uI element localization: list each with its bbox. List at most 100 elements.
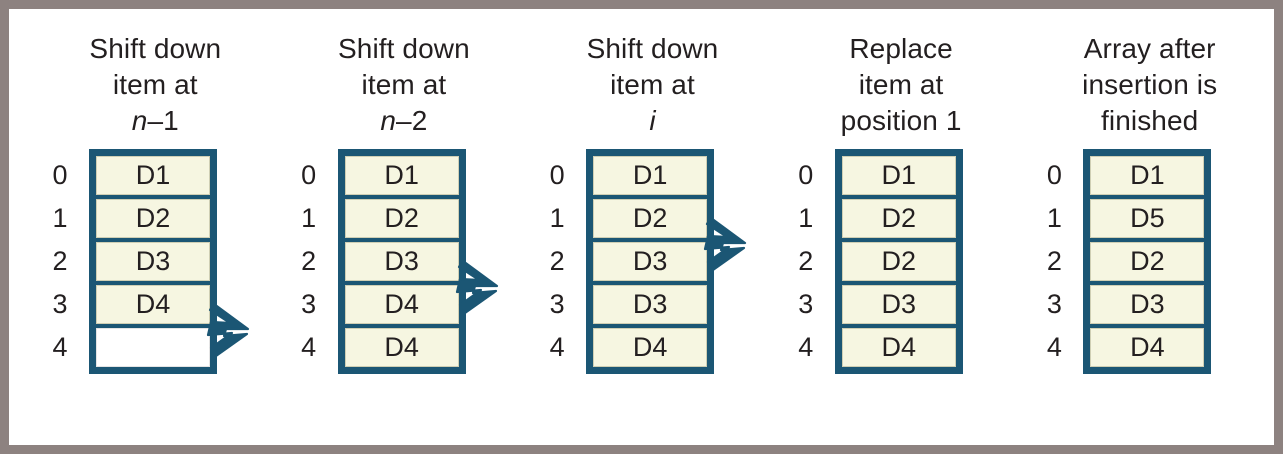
array-index-label: 0 (1046, 160, 1062, 190)
array-cell-row: D2 (840, 197, 958, 240)
array-cell: D2 (841, 242, 956, 281)
array-cell: D3 (344, 242, 459, 281)
array-index-label: 3 (1046, 289, 1062, 319)
array-index-label: 3 (52, 289, 68, 319)
array-cell-row: D4 (343, 283, 461, 326)
array-index-label: 1 (549, 203, 565, 233)
array-index-label: 4 (52, 332, 68, 362)
array-cell: D1 (593, 156, 708, 195)
caption-line-2: item at (610, 69, 695, 100)
array-cell-row: D3 (94, 240, 212, 283)
array-cell: D3 (593, 242, 708, 281)
array-index-label: 2 (549, 246, 565, 276)
array-cell: D2 (593, 199, 708, 238)
caption-line-2: item at (361, 69, 447, 100)
array-cell-row: D1 (94, 154, 212, 197)
array-cell-row: D2 (343, 197, 461, 240)
array-cell: D4 (344, 328, 459, 367)
caption-line-2: insertion is (1082, 69, 1218, 100)
array-cell-row: D4 (1088, 326, 1206, 369)
array-cell-row: D1 (1088, 154, 1206, 197)
panel-caption: Array after insertion is finished (1043, 31, 1257, 139)
array-cell: D1 (344, 156, 459, 195)
caption-line-1: Array after (1083, 33, 1216, 64)
array-cell-row: D3 (591, 240, 709, 283)
panel-caption: Replace item at position 1 (794, 31, 1008, 139)
array-index-label: 4 (798, 332, 814, 362)
array-index-label: 1 (1046, 203, 1062, 233)
array-index-label: 1 (798, 203, 814, 233)
array-cell: D1 (841, 156, 956, 195)
caption-line-1: Shift down (586, 33, 719, 64)
caption-line-1: Shift down (89, 33, 222, 64)
array-cell-row: D2 (1088, 240, 1206, 283)
array-cell: D3 (96, 242, 210, 281)
array-cell-empty (96, 328, 210, 367)
array-cell: D2 (1090, 242, 1205, 281)
array-cell: D2 (96, 199, 210, 238)
array-cell: D3 (1090, 285, 1205, 324)
array-index-label: 2 (1046, 246, 1062, 276)
caption-line-3: n–2 (297, 103, 511, 139)
caption-variable: n (131, 105, 148, 136)
array-cell: D2 (344, 199, 459, 238)
array-index-label: 2 (798, 246, 814, 276)
array-index-label: 4 (1046, 332, 1062, 362)
caption-line-1: Shift down (338, 33, 470, 64)
caption-line-1: Replace (849, 33, 953, 64)
array-index-label: 3 (798, 289, 814, 319)
array-cell: D2 (841, 199, 956, 238)
caption-line-3: finished (1101, 105, 1199, 136)
array-index-label: 0 (52, 160, 68, 190)
array-cell: D4 (841, 328, 956, 367)
array-index-label: 1 (52, 203, 68, 233)
caption-line-2: item at (112, 69, 198, 100)
array-index-label: 4 (549, 332, 565, 362)
array-cell-row: D2 (840, 240, 958, 283)
array-cell-row: D4 (591, 326, 709, 369)
array-index-label: 3 (301, 289, 317, 319)
array-cell: D5 (1090, 199, 1205, 238)
array-cell-row: D2 (591, 197, 709, 240)
array-cell: D4 (96, 285, 210, 324)
array-cell: D4 (1090, 328, 1205, 367)
array-cell-row: D1 (840, 154, 958, 197)
array-cell-row: D4 (343, 326, 461, 369)
array-index-label: 4 (301, 332, 317, 362)
array-index-label: 3 (549, 289, 565, 319)
caption-variable-suffix: –2 (396, 105, 428, 136)
array-cell: D3 (593, 285, 708, 324)
array-cell-row: D3 (343, 240, 461, 283)
array-cell-row: D4 (840, 326, 958, 369)
caption-line-3: n–1 (48, 103, 262, 139)
array-cell: D3 (841, 285, 956, 324)
caption-line-2: item at (858, 69, 944, 100)
caption-variable: n (380, 105, 397, 136)
array-index-label: 2 (52, 246, 68, 276)
array-cell-row: D3 (1088, 283, 1206, 326)
array-index-label: 1 (301, 203, 317, 233)
caption-line-3: i (545, 103, 759, 139)
array-cell-row (94, 326, 212, 369)
caption-line-3: position 1 (840, 105, 962, 136)
